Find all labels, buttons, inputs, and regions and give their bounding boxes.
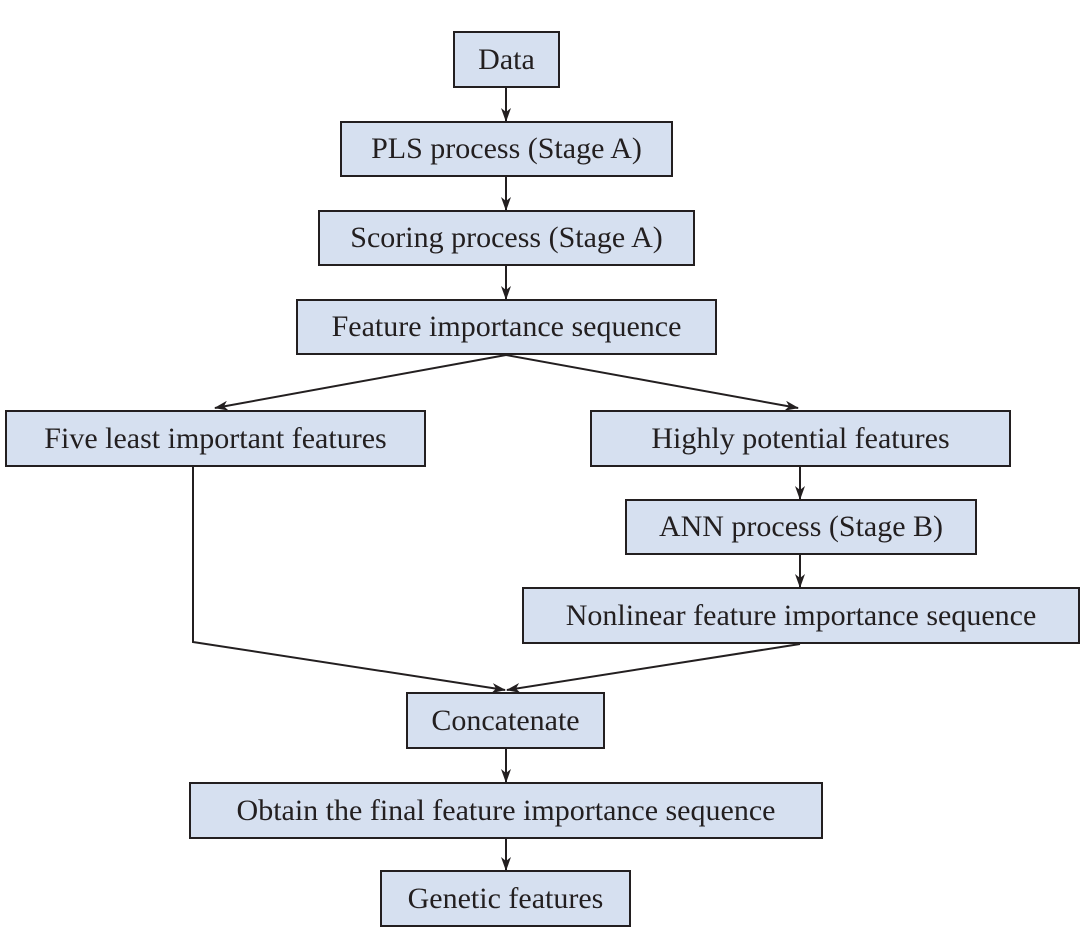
node-ann-process-label: ANN process (Stage B) [658,510,944,543]
edge-feature-importance-to-highly-potential [505,354,799,411]
node-feature-importance-sequence: Feature importance sequence [296,299,717,355]
edge-nonlinear-to-concatenate [506,643,801,693]
node-highly-potential-features: Highly potential features [590,410,1011,467]
node-feature-importance-sequence-label: Feature importance sequence [331,310,682,343]
edge-feature-importance-to-five-least [214,354,507,411]
edge-five-least-to-concatenate [192,467,506,693]
node-scoring-process-label: Scoring process (Stage A) [350,221,663,254]
node-ann-process: ANN process (Stage B) [625,499,977,555]
node-genetic-features: Genetic features [380,870,631,927]
node-nonlinear-feature-importance-sequence-label: Nonlinear feature importance sequence [565,598,1037,632]
node-data: Data [453,31,560,88]
node-concatenate-label: Concatenate [431,703,580,737]
node-data-label: Data [478,42,535,76]
node-pls-process: PLS process (Stage A) [340,121,673,177]
node-pls-process-label: PLS process (Stage A) [371,132,642,165]
node-final-feature-importance-sequence: Obtain the final feature importance sequ… [189,782,823,839]
node-genetic-features-label: Genetic features [407,881,604,915]
node-scoring-process: Scoring process (Stage A) [318,210,695,266]
node-final-feature-importance-sequence-label: Obtain the final feature importance sequ… [236,793,776,827]
node-five-least-important-features: Five least important features [5,410,426,467]
node-concatenate: Concatenate [406,692,605,749]
node-highly-potential-features-label: Highly potential features [651,421,950,455]
node-five-least-important-features-label: Five least important features [44,421,387,455]
node-nonlinear-feature-importance-sequence: Nonlinear feature importance sequence [522,587,1080,644]
